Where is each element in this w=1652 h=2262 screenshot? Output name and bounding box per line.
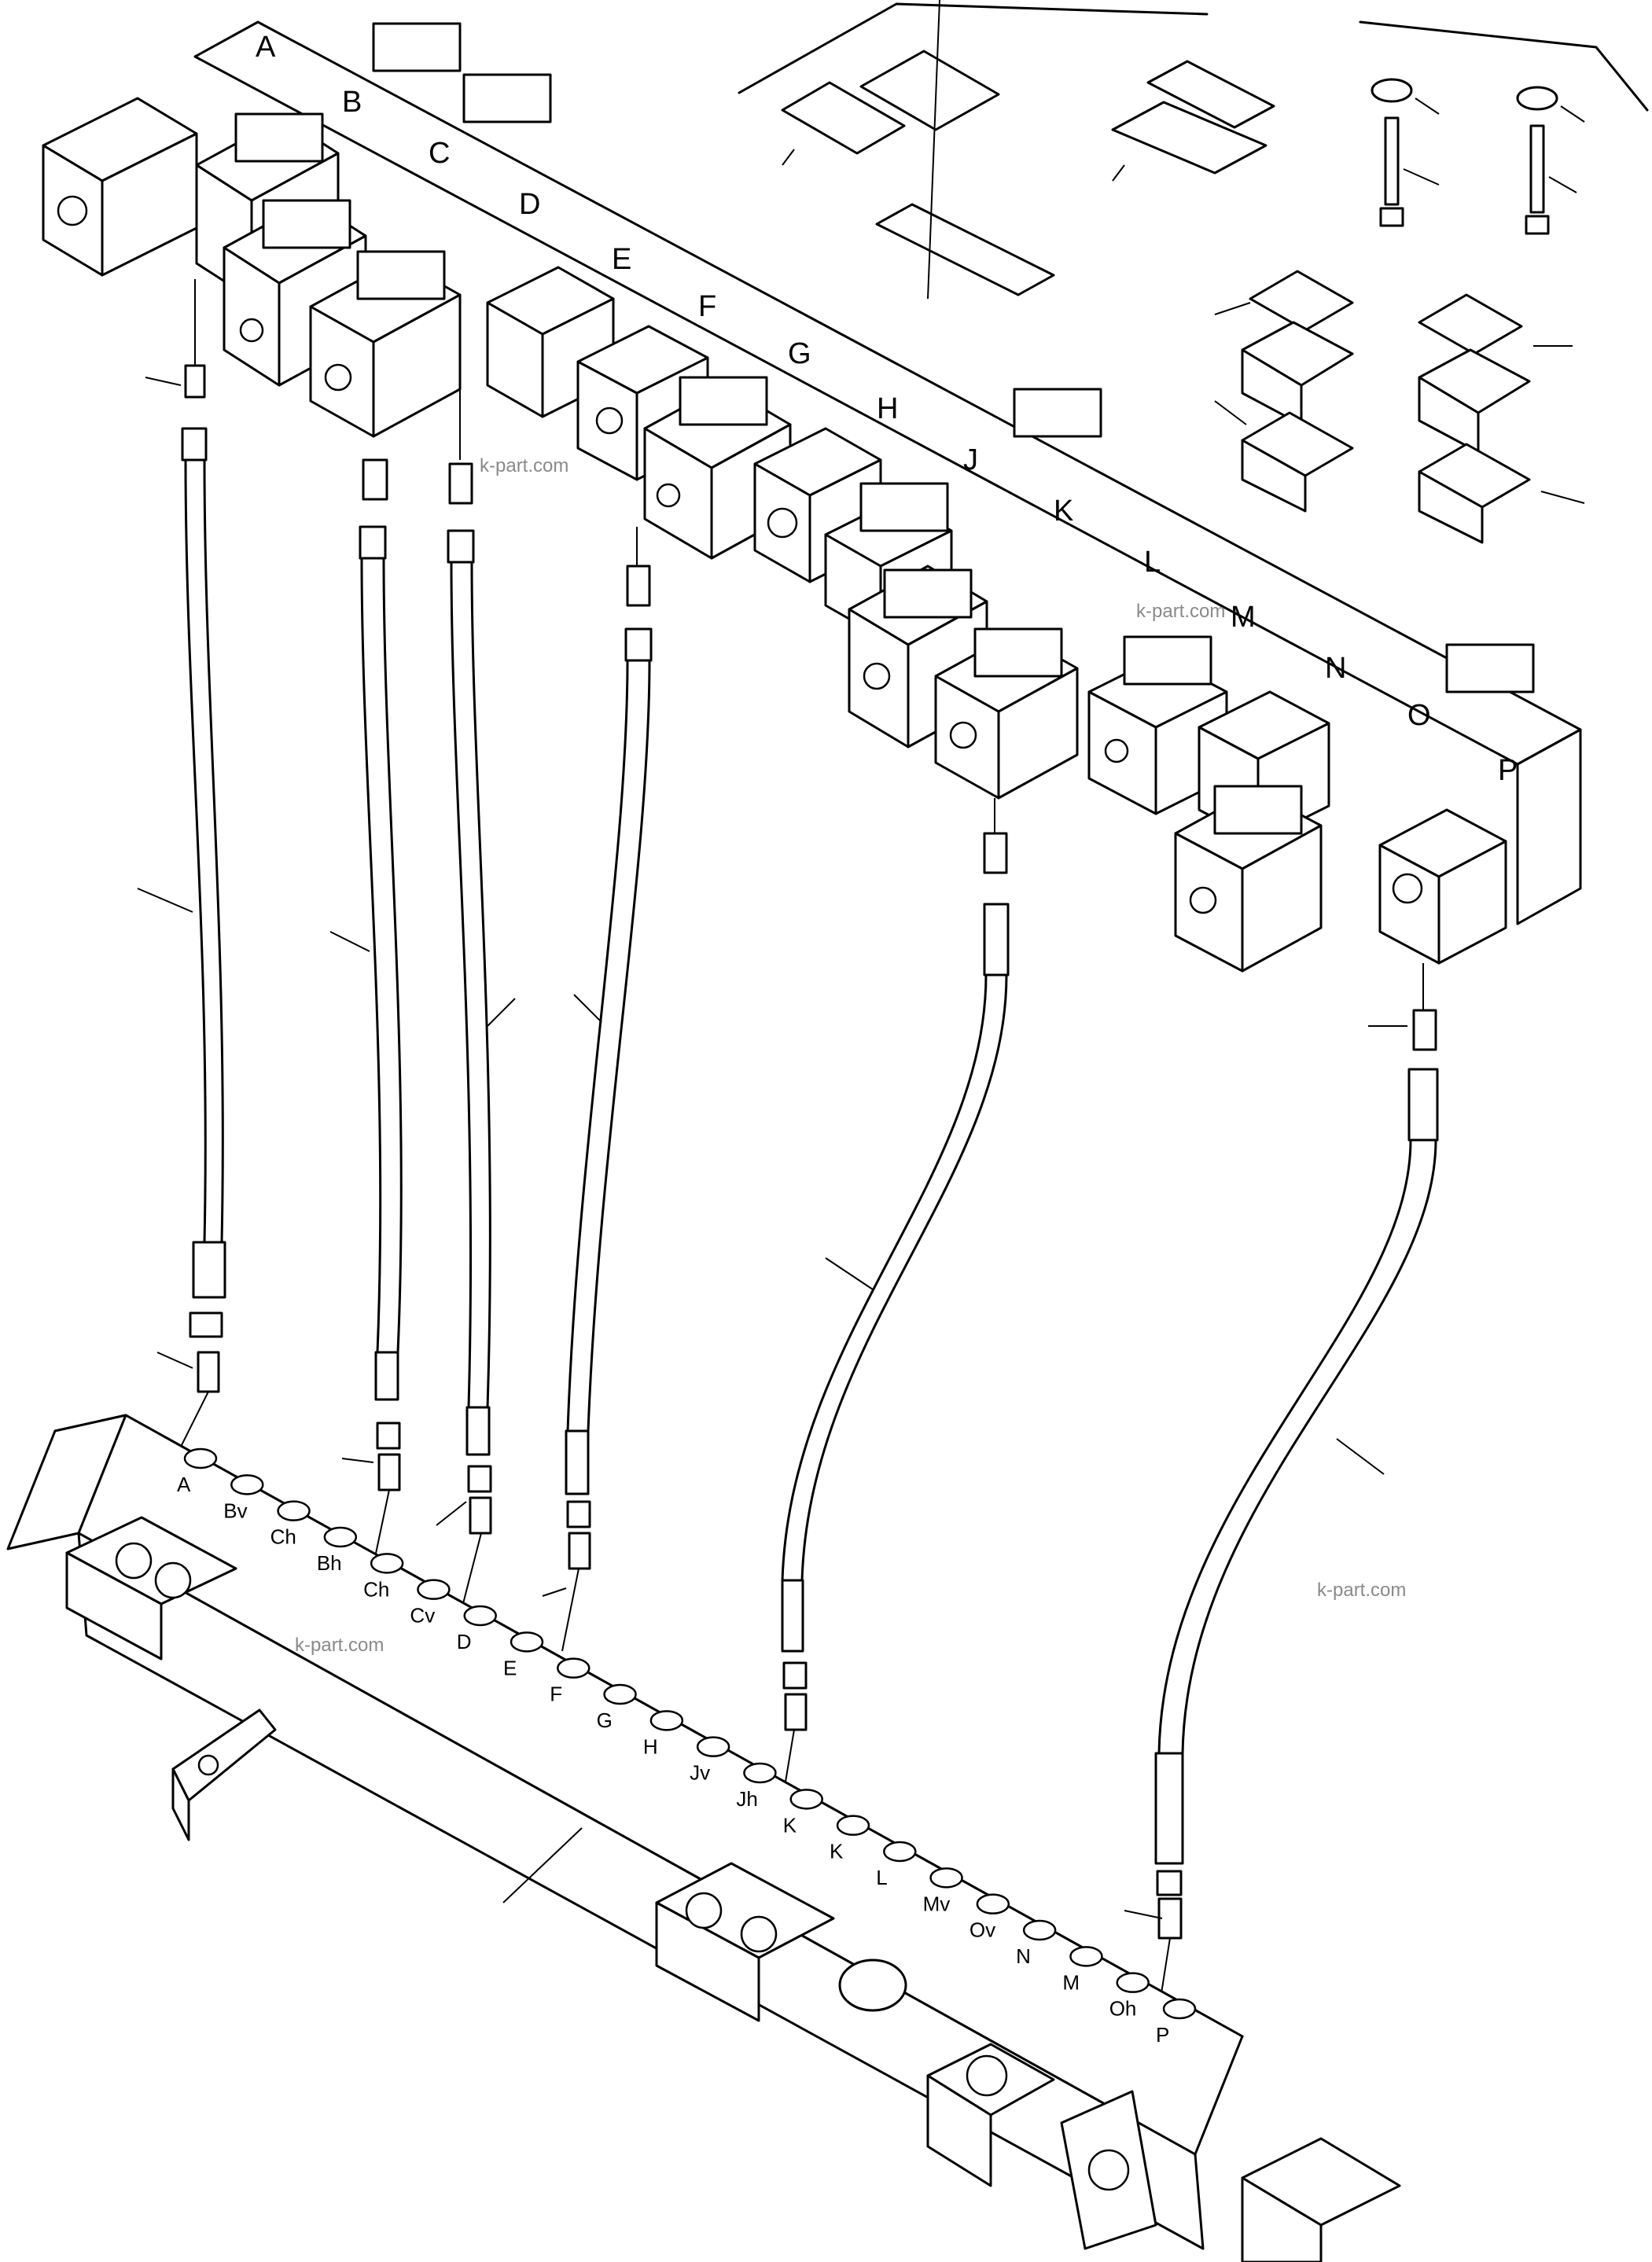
port-hole	[976, 1893, 1010, 1914]
port-label: Bh	[317, 1551, 342, 1575]
hoses	[137, 279, 1439, 2029]
port-hole	[323, 1526, 358, 1548]
port-hole	[230, 1474, 264, 1495]
port-hole	[649, 1710, 684, 1731]
port-hole	[463, 1605, 497, 1627]
manifold-letters: A B C D E F G H J K L M N O P	[256, 31, 1518, 787]
port-hole	[557, 1657, 591, 1679]
port-label: A	[177, 1473, 191, 1496]
detail-parts	[738, 0, 1649, 544]
port-label: Mv	[923, 1892, 951, 1915]
port-label: Cv	[410, 1604, 435, 1628]
port-hole	[417, 1579, 451, 1600]
port-hole	[1116, 1972, 1150, 1993]
manifold-label: J	[963, 443, 978, 476]
valve-blocks	[42, 22, 1535, 973]
port-label: P	[1156, 2023, 1169, 2047]
manifold-label: M	[1231, 601, 1256, 634]
manifold-label: H	[877, 392, 898, 425]
port-label: L	[876, 1866, 887, 1889]
port-label: M	[1062, 1970, 1080, 1994]
port-hole	[743, 1762, 777, 1784]
watermark: k-part.com	[1136, 601, 1225, 622]
port-hole	[883, 1841, 917, 1863]
manifold-label: L	[1144, 546, 1161, 579]
port-label: N	[1016, 1944, 1031, 1968]
port-label: Ov	[969, 1918, 995, 1942]
port-label: Bv	[223, 1499, 247, 1522]
port-label: D	[457, 1630, 472, 1653]
port-hole	[789, 1789, 823, 1810]
port-hole	[696, 1736, 730, 1757]
port-hole	[1162, 1998, 1197, 2020]
port-hole	[603, 1683, 637, 1705]
manifold-label: C	[429, 137, 450, 170]
port-hole	[370, 1553, 404, 1574]
port-hole	[183, 1447, 218, 1469]
port-label: Jv	[690, 1761, 710, 1785]
manifold-label: B	[342, 86, 362, 119]
port-hole	[929, 1867, 963, 1889]
watermark: k-part.com	[1317, 1580, 1406, 1601]
watermark: k-part.com	[480, 455, 568, 476]
port-label: Oh	[1109, 1997, 1137, 2021]
port-hole	[1069, 1946, 1103, 1967]
manifold-label: P	[1498, 754, 1518, 787]
port-label: Ch	[270, 1525, 296, 1549]
manifold-label: D	[519, 188, 540, 221]
port-label: K	[830, 1840, 844, 1863]
port-label: E	[503, 1656, 517, 1679]
manifold-label: O	[1407, 699, 1431, 732]
port-label: K	[783, 1813, 797, 1837]
manifold-label: N	[1325, 652, 1346, 685]
manifold-label: K	[1054, 495, 1073, 528]
manifold-label: F	[698, 290, 716, 323]
port-label: G	[597, 1708, 613, 1732]
port-label: Jh	[736, 1787, 757, 1811]
watermark: k-part.com	[295, 1635, 384, 1656]
manifold-label: A	[256, 31, 276, 64]
lower-bar	[6, 1414, 1401, 2262]
manifold-label: E	[612, 243, 631, 276]
port-hole	[836, 1815, 870, 1836]
port-label: F	[550, 1683, 562, 1706]
port-hole	[1022, 1919, 1057, 1941]
upper-manifold-bar	[193, 20, 1582, 925]
port-label: Ch	[363, 1577, 389, 1601]
manifold-label: G	[788, 337, 811, 370]
port-hole	[277, 1500, 311, 1521]
port-label: H	[643, 1734, 658, 1758]
port-hole	[510, 1631, 544, 1653]
